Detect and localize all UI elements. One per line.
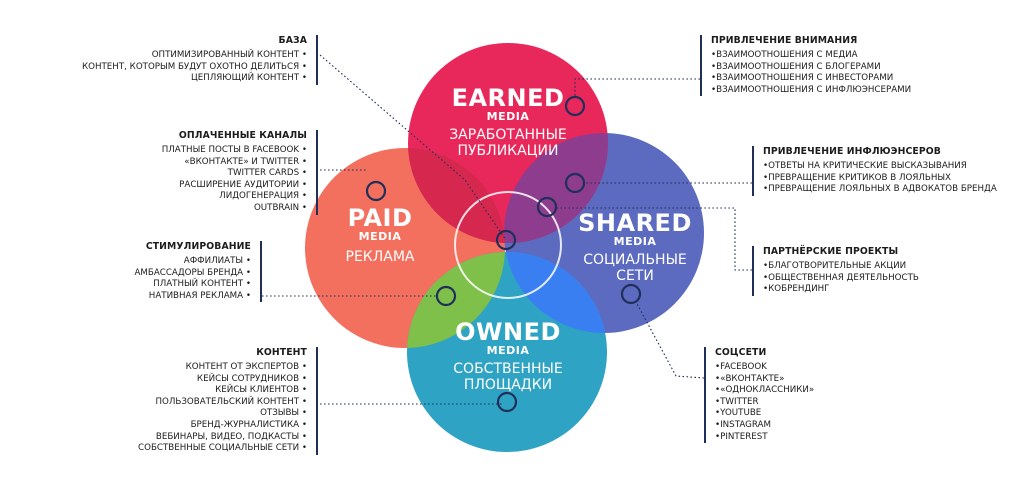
block-item: КОНТЕНТ ОТ ЭКСПЕРТОВ [138, 362, 307, 374]
shared-name-line-1: СОЦИАЛЬНЫЕ [583, 252, 687, 268]
marker-shared-mid [536, 196, 558, 218]
block-item: ВЕБИНАРЫ, ВИДЕО, ПОДКАСТЫ [138, 432, 307, 444]
earned-title: EARNED [451, 84, 565, 112]
block-privlechenie-vnimaniya: ПРИВЛЕЧЕНИЕ ВНИМАНИЯ ВЗАИМООТНОШЕНИЯ С М… [700, 35, 911, 97]
block-heading: ПАРТНЁРСКИЕ ПРОЕКТЫ [763, 246, 899, 257]
block-item: «ВКОНТАКТЕ» И TWITTER [162, 157, 307, 169]
connector-soscseti [635, 301, 705, 379]
paid-label: PAID MEDIA РЕКЛАМА [320, 204, 440, 265]
block-soccseti: СОЦСЕТИ FACEBOOK «ВКОНТАКТЕ» «ОДНОКЛАССН… [704, 347, 814, 444]
connector-partnerskie [556, 207, 752, 271]
block-item: TWITTER [715, 397, 814, 409]
block-heading: ПРИВЛЕЧЕНИЕ ВНИМАНИЯ [711, 35, 858, 46]
owned-label: OWNED MEDIA СОБСТВЕННЫЕ ПЛОЩАДКИ [420, 318, 596, 393]
earned-subtitle: MEDIA [486, 110, 530, 123]
block-stimulirovanie: СТИМУЛИРОВАНИЕ АФФИЛИАТЫ АМБАССАДОРЫ БРЕ… [134, 241, 262, 303]
block-item: РАСШИРЕНИЕ АУДИТОРИИ [162, 180, 307, 192]
marker-center [495, 229, 517, 251]
shared-name-line-2: СЕТИ [616, 268, 654, 284]
shared-title: SHARED [578, 209, 692, 237]
owned-name-line-1: СОБСТВЕННЫЕ [453, 361, 563, 377]
block-item: ВЗАИМООТНОШЕНИЯ С МЕДИА [711, 50, 911, 62]
block-item: TWITTER CARDS [162, 168, 307, 180]
block-item: ОПТИМИЗИРОВАННЫЙ КОНТЕНТ [82, 50, 307, 62]
block-item: ПРЕВРАЩЕНИЕ КРИТИКОВ В ЛОЯЛЬНЫХ [763, 173, 997, 185]
block-item: ЦЕПЛЯЮЩИЙ КОНТЕНТ [82, 73, 307, 85]
block-item: КЕЙСЫ СОТРУДНИКОВ [138, 374, 307, 386]
block-heading: ОПЛАЧЕННЫЕ КАНАЛЫ [178, 130, 307, 141]
block-heading: БАЗА [278, 35, 307, 46]
earned-name-line-1: ЗАРАБОТАННЫЕ [449, 127, 567, 143]
block-item: OUTBRAIN [162, 203, 307, 215]
block-item: YOUTUBE [715, 408, 814, 420]
block-item: НАТИВНАЯ РЕКЛАМА [134, 291, 251, 303]
block-item: СОБСТВЕННЫЕ СОЦИАЛЬНЫЕ СЕТИ [138, 443, 307, 455]
block-oplachennye-kanaly: ОПЛАЧЕННЫЕ КАНАЛЫ ПЛАТНЫЕ ПОСТЫ В FACEBO… [162, 130, 318, 215]
block-kontent: КОНТЕНТ КОНТЕНТ ОТ ЭКСПЕРТОВ КЕЙСЫ СОТРУ… [138, 347, 318, 455]
block-item: АМБАССАДОРЫ БРЕНДА [134, 268, 251, 280]
marker-rings [365, 95, 642, 413]
block-item: «ОДНОКЛАССНИКИ» [715, 385, 814, 397]
block-privlechenie-inflyuenserov: ПРИВЛЕЧЕНИЕ ИНФЛЮЭНСЕРОВ ОТВЕТЫ НА КРИТИ… [752, 146, 997, 196]
marker-paid [365, 180, 387, 202]
marker-paid-owned [435, 285, 457, 307]
block-item: ПЛАТНЫЕ ПОСТЫ В FACEBOOK [162, 145, 307, 157]
paid-title: PAID [347, 204, 413, 232]
center-ring [454, 191, 562, 299]
block-item: ОТЗЫВЫ [138, 408, 307, 420]
block-item: КОНТЕНТ, КОТОРЫМ БУДУТ ОХОТНО ДЕЛИТЬСЯ [82, 62, 307, 74]
earned-name-line-2: ПУБЛИКАЦИИ [457, 143, 559, 159]
block-item: ВЗАИМООТНОШЕНИЯ С БЛОГЕРАМИ [711, 62, 911, 74]
shared-label: SHARED MEDIA СОЦИАЛЬНЫЕ СЕТИ [570, 209, 700, 284]
block-item: БРЕНД-ЖУРНАЛИСТИКА [138, 420, 307, 432]
marker-earned [564, 95, 586, 117]
block-heading: СТИМУЛИРОВАНИЕ [145, 241, 251, 252]
block-heading: СОЦСЕТИ [715, 347, 767, 358]
block-item: ЛИДОГЕНЕРАЦИЯ [162, 191, 307, 203]
block-item: КОБРЕНДИНГ [763, 284, 919, 296]
block-item: АФФИЛИАТЫ [134, 256, 251, 268]
block-heading: КОНТЕНТ [256, 347, 307, 358]
block-partnerskie-proekty: ПАРТНЁРСКИЕ ПРОЕКТЫ БЛАГОТВОРИТЕЛЬНЫЕ АК… [752, 246, 919, 296]
block-item: FACEBOOK [715, 362, 814, 374]
block-item: ПОЛЬЗОВАТЕЛЬСКИЙ КОНТЕНТ [138, 397, 307, 409]
block-item: ВЗАИМООТНОШЕНИЯ С ИНФЛЮЭНСЕРАМИ [711, 85, 911, 97]
shared-owned-overlap [504, 252, 607, 333]
paid-name: РЕКЛАМА [345, 249, 415, 265]
block-heading: ПРИВЛЕЧЕНИЕ ИНФЛЮЭНСЕРОВ [763, 146, 941, 157]
block-item: INSTAGRAM [715, 420, 814, 432]
paid-subtitle: MEDIA [358, 230, 402, 243]
shared-subtitle: MEDIA [613, 235, 657, 248]
block-item: ОБЩЕСТВЕННАЯ ДЕЯТЕЛЬНОСТЬ [763, 273, 919, 285]
block-item: БЛАГОТВОРИТЕЛЬНЫЕ АКЦИИ [763, 261, 919, 273]
owned-subtitle: MEDIA [486, 344, 530, 357]
block-item: «ВКОНТАКТЕ» [715, 374, 814, 386]
owned-title: OWNED [455, 318, 561, 346]
connector-lines [262, 54, 752, 405]
earned-paid-overlap [408, 148, 505, 243]
marker-shared-owned [620, 283, 642, 305]
block-item: PINTEREST [715, 432, 814, 444]
block-item: ПЛАТНЫЙ КОНТЕНТ [134, 279, 251, 291]
block-item: ВЗАИМООТНОШЕНИЯ С ИНВЕСТОРАМИ [711, 73, 911, 85]
connector-vnimanie [574, 78, 700, 97]
marker-owned [496, 391, 518, 413]
block-item: ОТВЕТЫ НА КРИТИЧЕСКИЕ ВЫСКАЗЫВАНИЯ [763, 161, 997, 173]
owned-name-line-2: ПЛОЩАДКИ [463, 377, 553, 393]
block-baza: БАЗА ОПТИМИЗИРОВАННЫЙ КОНТЕНТ КОНТЕНТ, К… [82, 35, 318, 85]
marker-shared-top [564, 172, 586, 194]
block-item: КЕЙСЫ КЛИЕНТОВ [138, 385, 307, 397]
earned-label: EARNED MEDIA ЗАРАБОТАННЫЕ ПУБЛИКАЦИИ [420, 84, 596, 159]
block-item: ПРЕВРАЩЕНИЕ ЛОЯЛЬНЫХ В АДВОКАТОВ БРЕНДА [763, 184, 997, 196]
